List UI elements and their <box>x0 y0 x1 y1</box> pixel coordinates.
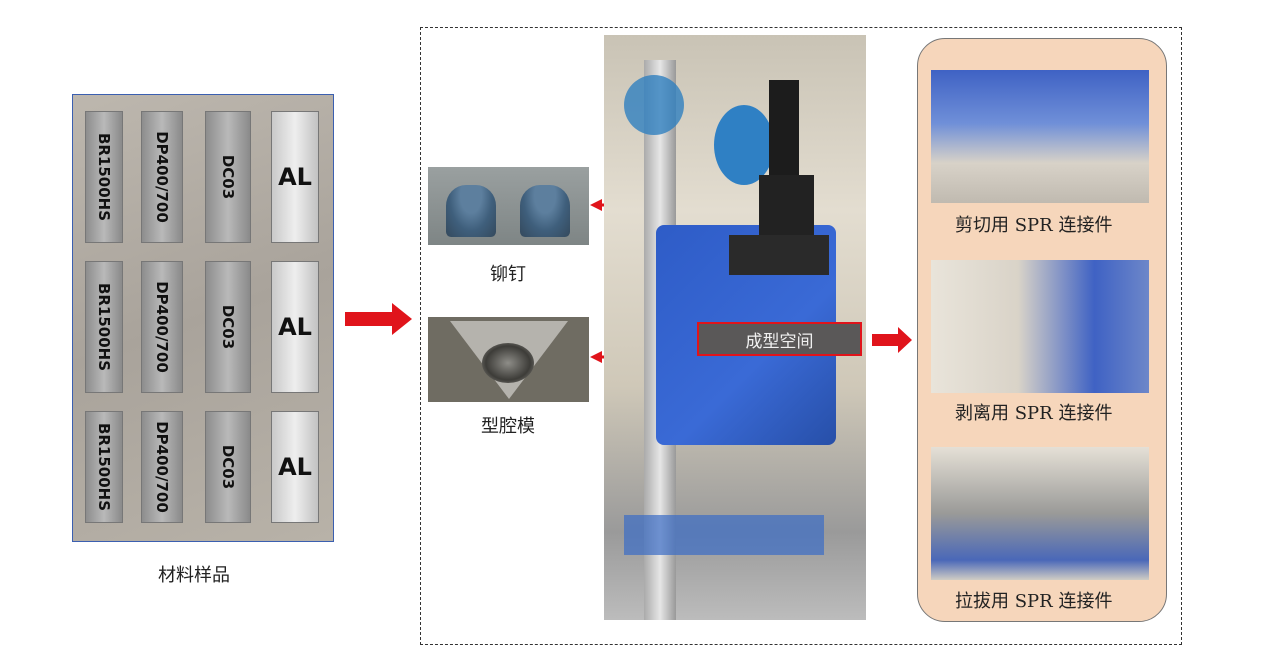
sample-strip: BR1500HS <box>85 111 123 243</box>
sample-strip: DP400/700 <box>141 411 183 523</box>
shear-specimen-caption: 剪切用 SPR 连接件 <box>955 215 1113 236</box>
die-pointer-head <box>590 351 602 363</box>
equipment-frame <box>420 27 1182 645</box>
sample-strip-label: AL <box>278 163 312 191</box>
sample-strip: DC03 <box>205 111 251 243</box>
pull-specimen-caption: 拉拔用 SPR 连接件 <box>955 591 1113 612</box>
sample-strip: DC03 <box>205 411 251 523</box>
sample-strip-label: AL <box>278 313 312 341</box>
rivet-photo <box>428 167 589 245</box>
peel-specimen-photo <box>931 260 1149 393</box>
sample-strip: DP400/700 <box>141 261 183 393</box>
sample-strip: DP400/700 <box>141 111 183 243</box>
arrow-right-2 <box>872 327 912 353</box>
forming-space-label: 成型空间 <box>697 322 862 356</box>
material-samples-caption: 材料样品 <box>158 565 230 586</box>
sample-strip: AL <box>271 261 319 393</box>
sample-strip-label: AL <box>278 453 312 481</box>
arrow-right-1 <box>345 303 412 335</box>
pull-specimen-photo <box>931 447 1149 580</box>
sample-strip: AL <box>271 411 319 523</box>
shear-specimen-photo <box>931 70 1149 203</box>
rivet-caption: 铆钉 <box>490 264 526 285</box>
rivet-pointer-head <box>590 199 602 211</box>
sample-strip: DC03 <box>205 261 251 393</box>
peel-specimen-caption: 剥离用 SPR 连接件 <box>955 403 1113 424</box>
die-photo <box>428 317 589 402</box>
die-caption: 型腔模 <box>481 416 535 437</box>
sample-strip: BR1500HS <box>85 261 123 393</box>
sample-strip: BR1500HS <box>85 411 123 523</box>
sample-strip: AL <box>271 111 319 243</box>
